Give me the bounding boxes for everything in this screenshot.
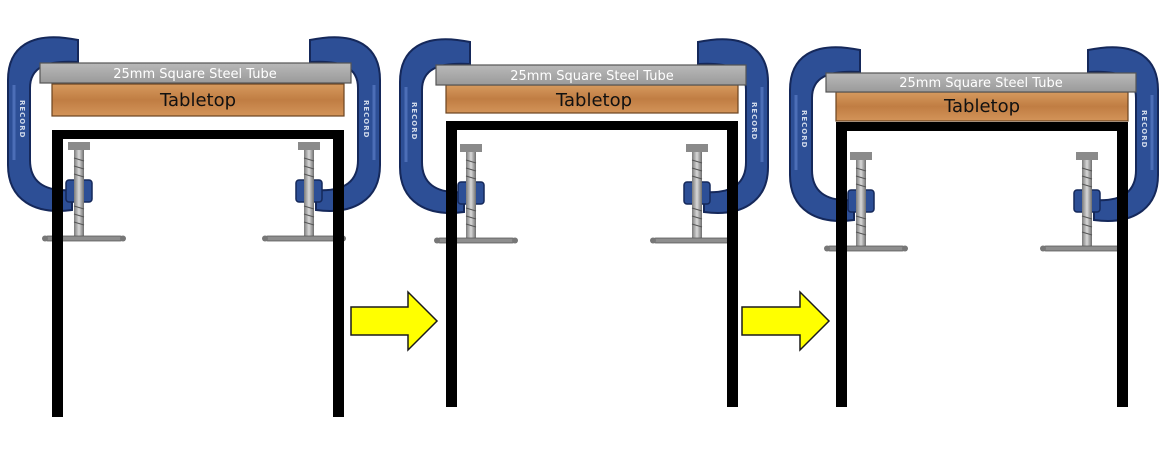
steel-tube-1 xyxy=(39,62,352,84)
frame-top-rail-3 xyxy=(836,122,1128,131)
steel-tube-label-2: 25mm Square Steel Tube xyxy=(510,69,673,84)
tabletop-label-3: Tabletop xyxy=(943,96,1020,117)
steel-tube-3 xyxy=(825,72,1137,93)
steel-tube-label-3: 25mm Square Steel Tube xyxy=(899,76,1062,91)
panel-1: Tabletop 25mm Square Steel Tube xyxy=(6,35,382,417)
frame-right-leg-2 xyxy=(727,121,738,407)
frame-top-rail-1 xyxy=(52,130,344,139)
frame-right-leg-1 xyxy=(333,130,344,417)
frame-top-rail-2 xyxy=(446,121,738,130)
frame-left-leg-1 xyxy=(52,130,63,417)
tabletop-1 xyxy=(51,83,345,117)
frame-left-leg-2 xyxy=(446,121,457,407)
frame-right-leg-3 xyxy=(1117,122,1128,407)
tabletop-3 xyxy=(835,91,1129,122)
steel-tube-2 xyxy=(435,64,747,86)
tabletop-label-1: Tabletop xyxy=(159,90,236,111)
step-arrow-2 xyxy=(741,290,831,352)
panel-2: Tabletop 25mm Square Steel Tube xyxy=(398,37,770,407)
tabletop-label-2: Tabletop xyxy=(555,90,632,111)
panel-3: Tabletop 25mm Square Steel Tube xyxy=(788,45,1160,407)
frame-left-leg-3 xyxy=(836,122,847,407)
step-arrow-1 xyxy=(350,290,439,352)
steel-tube-label-1: 25mm Square Steel Tube xyxy=(113,67,276,82)
